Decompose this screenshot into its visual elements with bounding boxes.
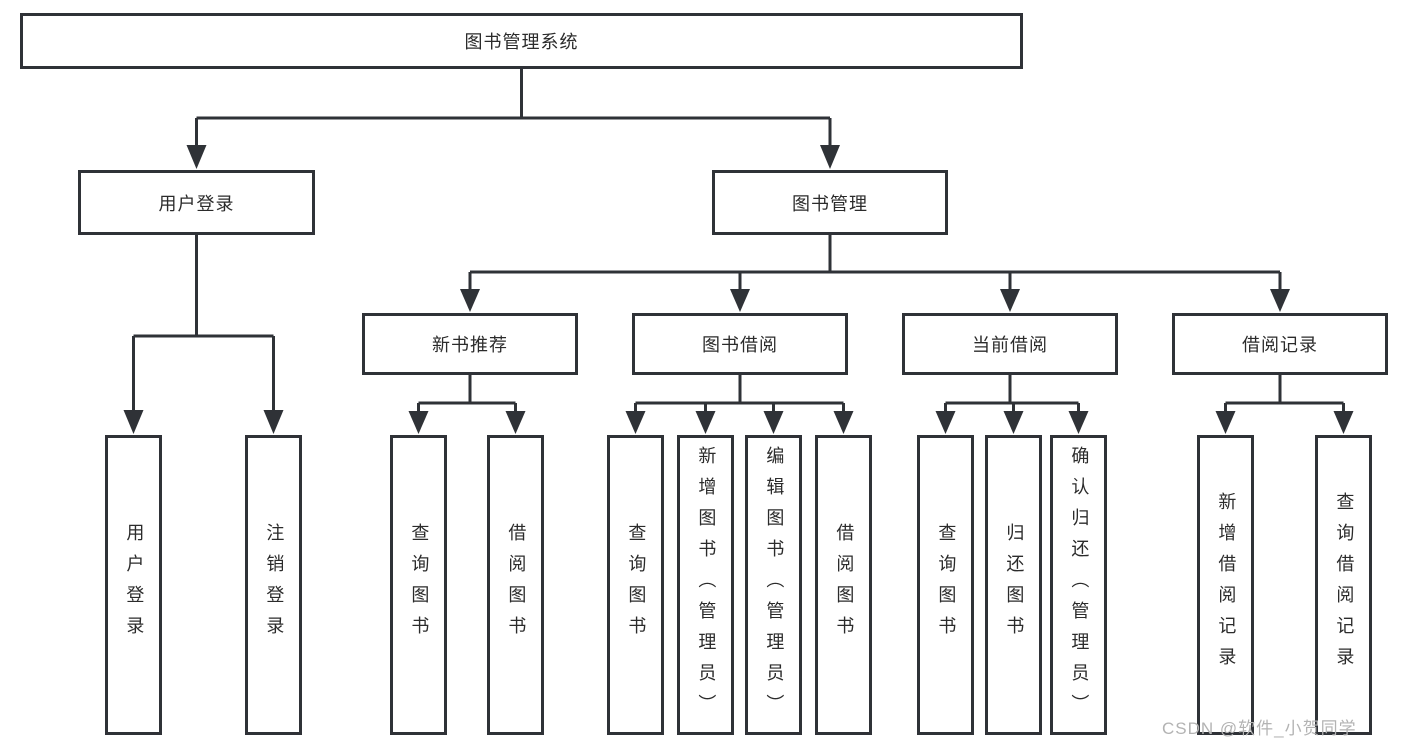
- leaf-borrow-books: 借阅图书: [815, 435, 872, 735]
- leaf-return-books-label: 归还图书: [1004, 523, 1025, 647]
- node-book-management: 图书管理: [712, 170, 948, 235]
- node-book-borrow: 图书借阅: [632, 313, 848, 375]
- leaf-query-books-current-label: 查询图书: [936, 523, 957, 647]
- leaf-query-books-recommend-label: 查询图书: [409, 523, 430, 647]
- leaf-confirm-return-admin: 确认归还（管理员）: [1050, 435, 1107, 735]
- leaf-query-books-borrow: 查询图书: [607, 435, 664, 735]
- node-library-management-system: 图书管理系统: [20, 13, 1023, 69]
- leaf-logout: 注销登录: [245, 435, 302, 735]
- leaf-query-books-recommend: 查询图书: [390, 435, 447, 735]
- leaf-add-borrow-record-label: 新增借阅记录: [1216, 492, 1237, 678]
- leaf-confirm-return-admin-label: 确认归还（管理员）: [1069, 445, 1090, 725]
- leaf-borrow-books-recommend: 借阅图书: [487, 435, 544, 735]
- leaf-borrow-books-label: 借阅图书: [834, 523, 855, 647]
- leaf-query-books-borrow-label: 查询图书: [626, 523, 647, 647]
- leaf-add-book-admin: 新增图书（管理员）: [677, 435, 734, 735]
- csdn-watermark: CSDN @软件_小贺同学: [1162, 719, 1357, 738]
- leaf-add-borrow-record: 新增借阅记录: [1197, 435, 1254, 735]
- leaf-edit-book-admin: 编辑图书（管理员）: [745, 435, 802, 735]
- leaf-query-borrow-record: 查询借阅记录: [1315, 435, 1372, 735]
- leaf-logout-label: 注销登录: [264, 523, 285, 647]
- leaf-query-books-current: 查询图书: [917, 435, 974, 735]
- node-borrow-records: 借阅记录: [1172, 313, 1388, 375]
- leaf-user-login: 用户登录: [105, 435, 162, 735]
- leaf-add-book-admin-label: 新增图书（管理员）: [696, 445, 717, 725]
- leaf-edit-book-admin-label: 编辑图书（管理员）: [764, 445, 785, 725]
- node-user-login: 用户登录: [78, 170, 315, 235]
- leaf-borrow-books-recommend-label: 借阅图书: [506, 523, 527, 647]
- leaf-user-login-label: 用户登录: [124, 523, 145, 647]
- node-new-book-recommend: 新书推荐: [362, 313, 578, 375]
- leaf-query-borrow-record-label: 查询借阅记录: [1334, 492, 1355, 678]
- leaf-return-books: 归还图书: [985, 435, 1042, 735]
- node-current-borrow: 当前借阅: [902, 313, 1118, 375]
